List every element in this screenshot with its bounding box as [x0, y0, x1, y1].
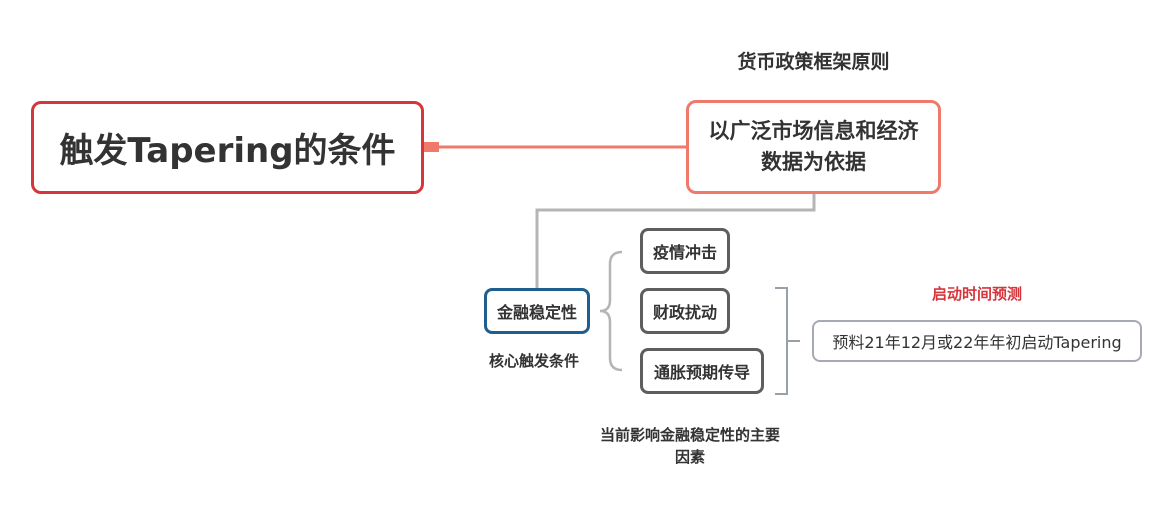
principle-caption: 货币政策框架原则 [737, 51, 890, 73]
forecast-caption: 启动时间预测 [931, 285, 1022, 303]
principle-topic[interactable]: 以广泛市场信息和经济数据为依据 [686, 100, 941, 194]
factor-label: 疫情冲击 [652, 243, 717, 262]
stability-topic[interactable]: 金融稳定性 [484, 288, 590, 334]
stability-caption: 核心触发条件 [488, 352, 579, 370]
root-connector-knob [424, 142, 439, 152]
factors-brace [599, 250, 623, 372]
stability-topic-label: 金融稳定性 [496, 303, 577, 322]
principle-stability-connector [535, 194, 816, 288]
root-topic[interactable]: 触发Tapering的条件 [31, 101, 424, 194]
forecast-topic-label: 预料21年12月或22年年初启动Tapering [832, 333, 1122, 352]
factors-bracket [775, 287, 800, 395]
factors-caption: 当前影响金融稳定性的主要因素 [600, 426, 781, 466]
root-topic-label: 触发Tapering的条件 [59, 131, 396, 171]
factor-fiscal-topic[interactable]: 财政扰动 [640, 288, 730, 334]
factor-inflation-topic[interactable]: 通胀预期传导 [640, 348, 764, 394]
factor-label: 财政扰动 [652, 303, 717, 322]
factor-label: 通胀预期传导 [653, 363, 750, 382]
principle-topic-label: 以广泛市场信息和经济数据为依据 [708, 119, 919, 174]
factor-epidemic-topic[interactable]: 疫情冲击 [640, 228, 730, 274]
forecast-topic[interactable]: 预料21年12月或22年年初启动Tapering [812, 320, 1142, 362]
